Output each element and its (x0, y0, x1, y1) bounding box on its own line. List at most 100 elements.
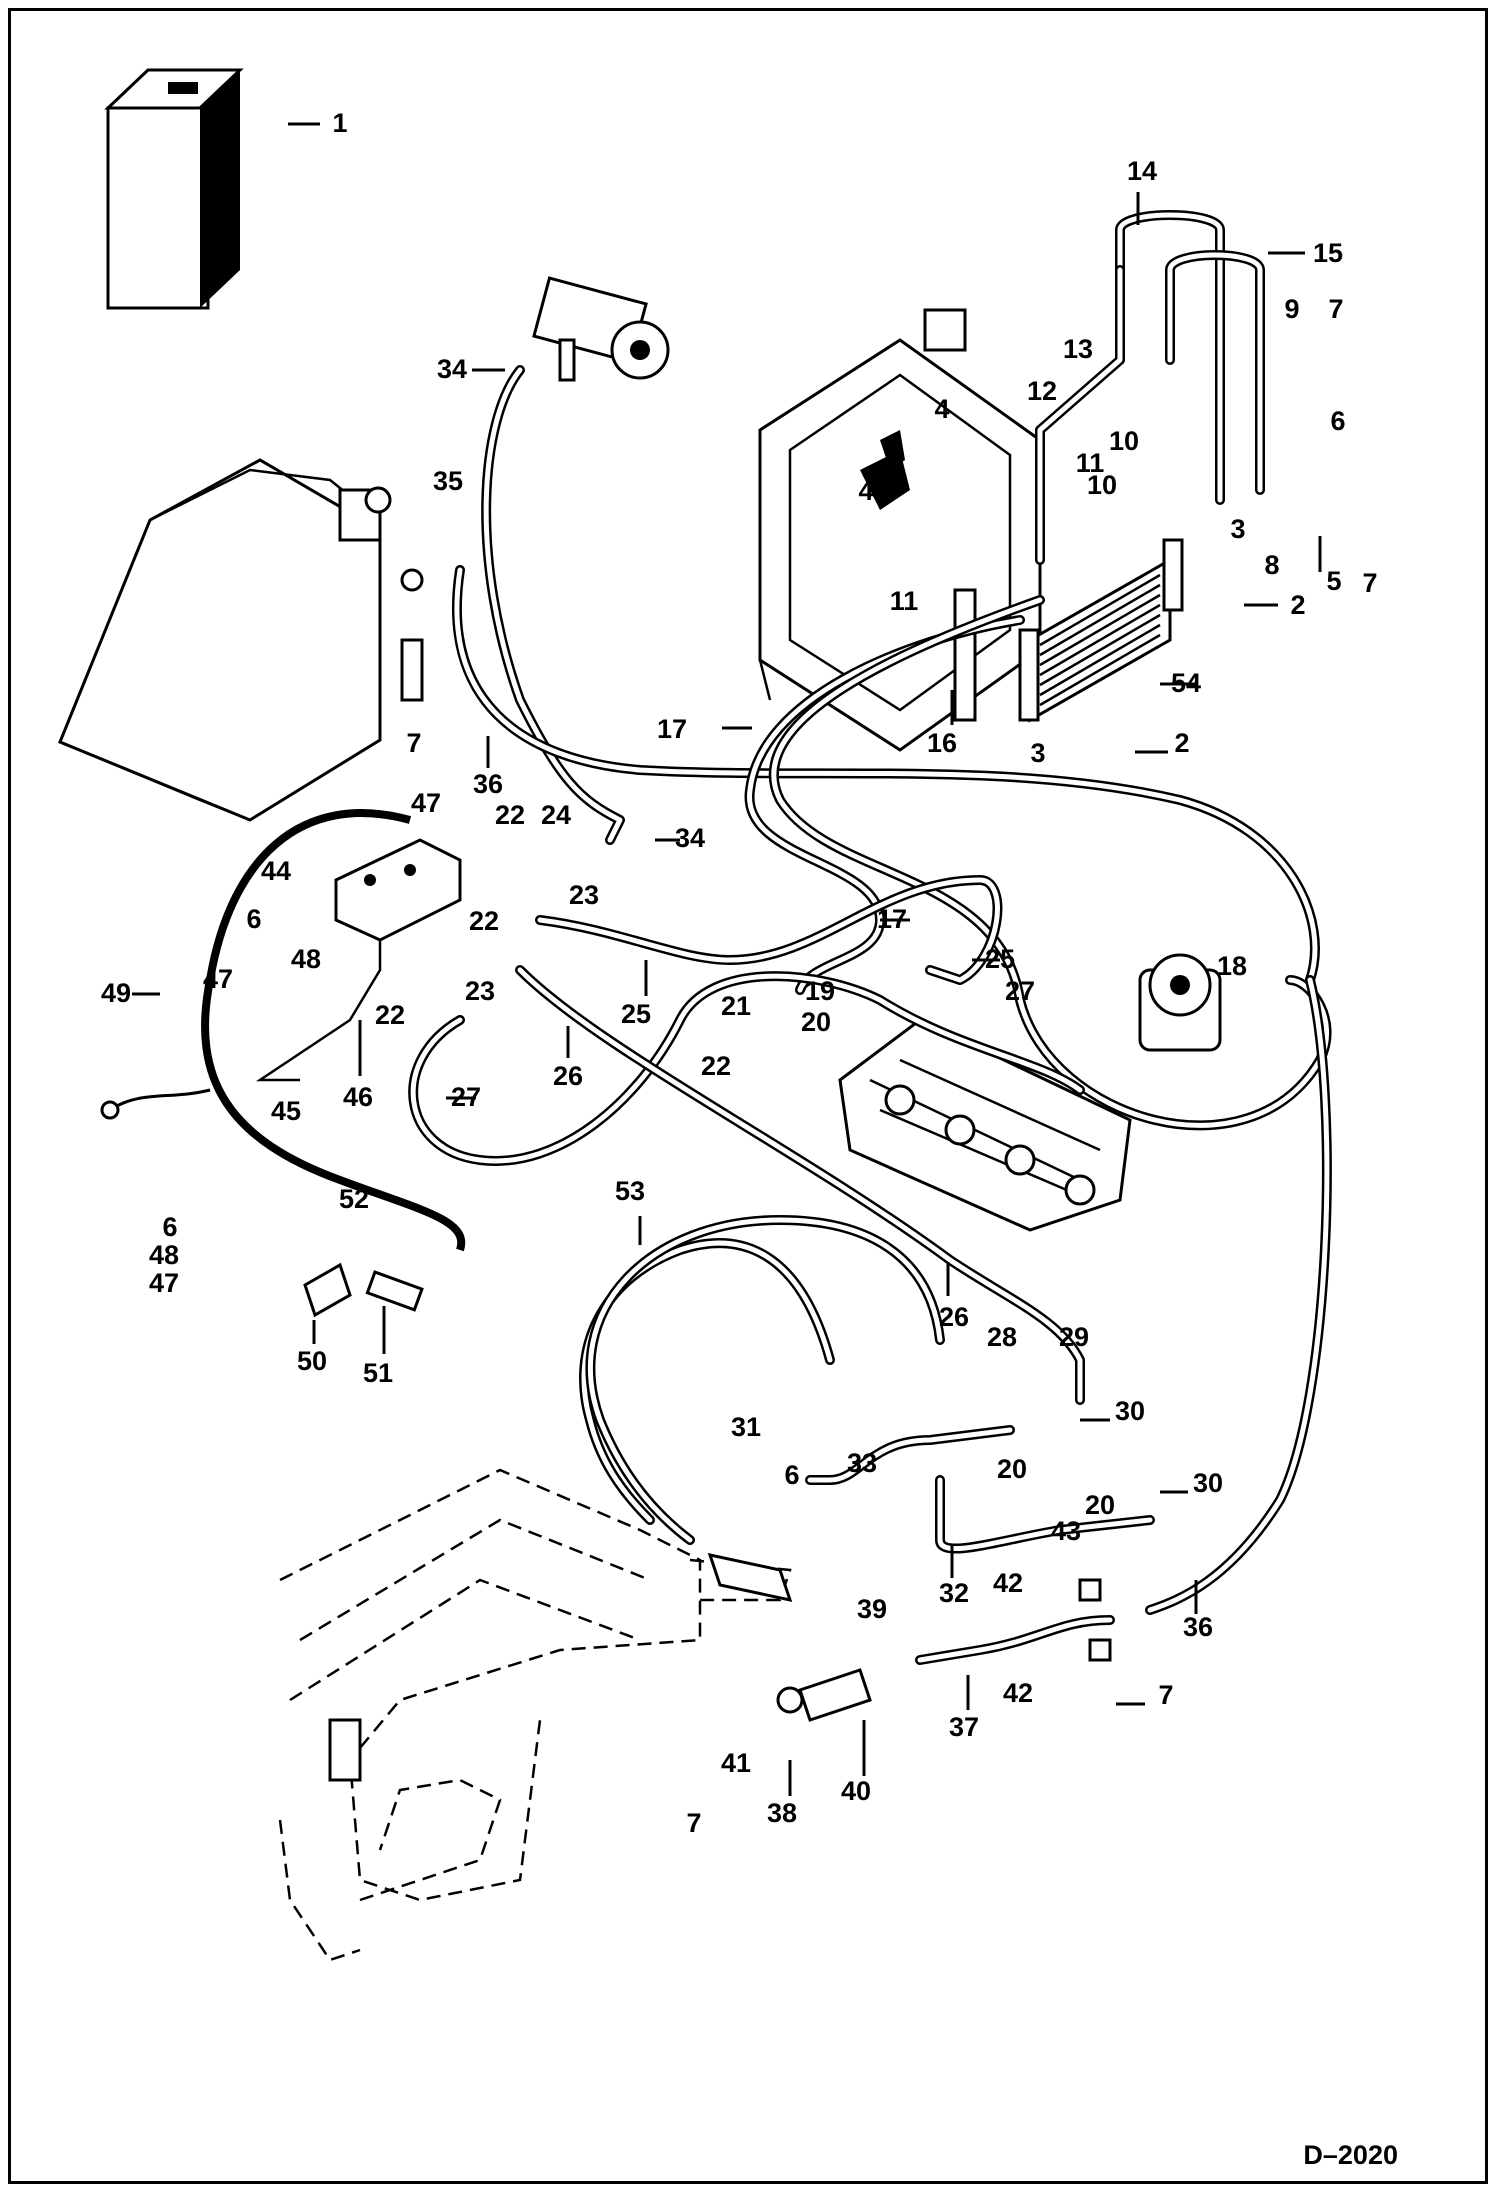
callout-c25a: 25 (985, 944, 1015, 974)
callout-c40: 40 (841, 1776, 871, 1806)
callout-c30a: 30 (1115, 1396, 1145, 1426)
callout-c34a: 34 (437, 354, 467, 384)
manual-box (104, 68, 244, 310)
hose-set (408, 210, 1332, 1665)
callout-c46: 46 (343, 1082, 373, 1112)
callout-c52: 52 (339, 1184, 369, 1214)
callout-c4b: 4 (858, 476, 873, 506)
callout-c37: 37 (949, 1712, 979, 1742)
callout-c36b: 36 (1183, 1612, 1213, 1642)
callout-c47c: 47 (149, 1268, 179, 1298)
switch-bracket (303, 1262, 424, 1318)
callout-c20a: 20 (801, 1007, 831, 1037)
bottom-bracket (707, 1552, 1112, 1722)
callout-c50: 50 (297, 1346, 327, 1376)
leader-lines (132, 122, 1322, 1796)
callout-c26b: 26 (939, 1302, 969, 1332)
callout-c23a: 23 (569, 880, 599, 910)
callout-c34b: 34 (675, 823, 705, 853)
callout-c1: 1 (332, 108, 347, 138)
callout-c18: 18 (1217, 951, 1247, 981)
boom-outline (278, 1468, 792, 1962)
callout-c24: 24 (541, 800, 571, 830)
callout-c20c: 20 (1085, 1490, 1115, 1520)
callout-c42b: 42 (1003, 1678, 1033, 1708)
callout-c2a: 2 (1290, 590, 1305, 620)
callout-c22c: 22 (375, 1000, 405, 1030)
callout-c10a: 10 (1109, 426, 1139, 456)
callout-c7e: 7 (686, 1808, 701, 1838)
callout-c26a: 26 (553, 1061, 583, 1091)
valve-block (255, 838, 462, 1082)
callout-c25b: 25 (621, 999, 651, 1029)
callout-c31: 31 (731, 1412, 761, 1442)
callout-c23b: 23 (465, 976, 495, 1006)
diagram-frame (8, 8, 1488, 2184)
callout-c7d: 7 (1158, 1680, 1173, 1710)
callout-c22a: 22 (495, 800, 525, 830)
callout-c53: 53 (615, 1176, 645, 1206)
callout-c7b: 7 (1362, 568, 1377, 598)
callout-c28: 28 (987, 1322, 1017, 1352)
callout-c54: 54 (1171, 668, 1201, 698)
callout-c3a: 3 (1230, 514, 1245, 544)
callout-c4a: 4 (934, 394, 949, 424)
callout-c48b: 48 (149, 1240, 179, 1270)
callout-c39: 39 (857, 1594, 887, 1624)
callout-c11a: 11 (1076, 448, 1105, 478)
callout-c15: 15 (1313, 238, 1343, 268)
callout-c47a: 47 (411, 788, 441, 818)
callout-c49: 49 (101, 978, 131, 1008)
wire-harness (100, 809, 466, 1252)
callout-c7a: 7 (1328, 294, 1343, 324)
callout-c38: 38 (767, 1798, 797, 1828)
callout-c13: 13 (1063, 334, 1093, 364)
callout-c2b: 2 (1174, 728, 1189, 758)
callout-c45: 45 (271, 1096, 301, 1126)
callout-c19: 19 (805, 976, 835, 1006)
callout-c42a: 42 (993, 1568, 1023, 1598)
callout-c10b: 10 (1087, 470, 1117, 500)
callout-c12: 12 (1027, 376, 1057, 406)
callout-c43: 43 (1051, 1516, 1081, 1546)
callout-c17a: 17 (657, 714, 687, 744)
callout-c22b: 22 (469, 906, 499, 936)
callout-c32: 32 (939, 1578, 969, 1608)
control-valve (838, 1018, 1132, 1232)
callout-c21: 21 (721, 991, 751, 1021)
callout-c41: 41 (721, 1748, 751, 1778)
callout-c20b: 20 (997, 1454, 1027, 1484)
callout-c6a: 6 (1330, 406, 1345, 436)
callout-c6c: 6 (162, 1212, 177, 1242)
hydraulic-pump (532, 276, 670, 382)
callout-c27b: 27 (451, 1082, 481, 1112)
swing-motor (1138, 953, 1222, 1052)
callout-c44: 44 (261, 856, 291, 886)
callout-c35: 35 (433, 466, 463, 496)
callout-c27a: 27 (1005, 976, 1035, 1006)
callout-c33: 33 (847, 1448, 877, 1478)
callout-c14: 14 (1127, 156, 1157, 186)
callout-c16: 16 (927, 728, 957, 758)
callout-c30b: 30 (1193, 1468, 1223, 1498)
callout-c6b: 6 (246, 904, 261, 934)
hydraulic-tank (58, 458, 424, 822)
callout-c17b: 17 (877, 904, 907, 934)
oil-cooler (1018, 538, 1184, 723)
callout-c22d: 22 (701, 1051, 731, 1081)
callout-c6d: 6 (784, 1460, 799, 1490)
callout-c3b: 3 (1030, 738, 1045, 768)
callout-c7c: 7 (406, 728, 421, 758)
callout-c29: 29 (1059, 1322, 1089, 1352)
radiator (758, 308, 1042, 752)
callout-c9: 9 (1284, 294, 1299, 324)
drawing-code: D–2020 (1303, 2140, 1398, 2170)
callout-c5: 5 (1326, 566, 1341, 596)
callout-c11b: 11 (890, 586, 919, 616)
callout-c48a: 48 (291, 944, 321, 974)
callout-c36a: 36 (473, 769, 503, 799)
callout-c47b: 47 (203, 964, 233, 994)
callout-c8: 8 (1264, 550, 1279, 580)
